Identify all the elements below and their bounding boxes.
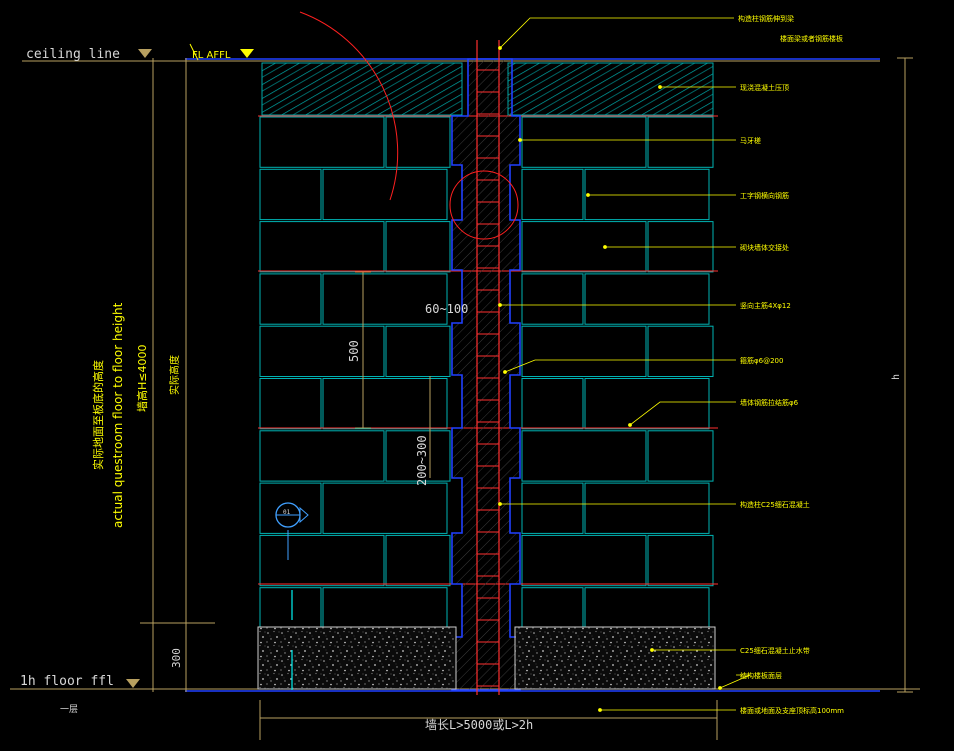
concrete-base-right — [514, 626, 716, 690]
masonry-block — [259, 221, 385, 273]
masonry-block — [647, 325, 714, 378]
masonry-block — [521, 378, 584, 430]
masonry-block — [322, 482, 448, 534]
callout-label: 结构楼板面层 — [740, 671, 782, 680]
masonry-block — [521, 116, 647, 168]
callout-arrow — [586, 193, 590, 197]
masonry-block — [259, 168, 322, 221]
vertical-dimensions — [140, 57, 913, 740]
callout-label: C25细石混凝土止水带 — [740, 646, 810, 655]
callout-label: 马牙槎 — [740, 136, 761, 145]
callout-arrow — [628, 423, 632, 427]
detail-arc-top — [299, 11, 399, 201]
masonry-block — [584, 168, 710, 221]
callout-label: 箍筋φ6@200 — [740, 356, 783, 365]
floor-label-cn: 一层 — [60, 704, 78, 715]
masonry-block — [259, 534, 385, 587]
section-mark-number: 01 — [283, 509, 291, 516]
vertical-label-en: actual questroom floor to floor height — [111, 302, 125, 528]
masonry-block — [521, 482, 584, 534]
callout-label: 现浇混凝土压顶 — [740, 83, 789, 92]
callout-label: 工字钢横向钢筋 — [740, 191, 789, 200]
callout-arrow — [518, 138, 522, 142]
masonry-block — [385, 325, 451, 378]
callout-leaders — [498, 17, 751, 712]
callout-arrow — [598, 708, 602, 712]
callout-leader — [504, 359, 736, 373]
callout-leader — [629, 401, 736, 426]
masonry-block — [259, 430, 385, 482]
masonry-block — [259, 325, 385, 378]
callout-label: 构造柱C25细石混凝土 — [740, 500, 810, 509]
level-marker-floor — [126, 679, 140, 688]
masonry-block — [521, 273, 584, 325]
masonry-block — [322, 378, 448, 430]
detail-circle — [449, 170, 519, 240]
level-marker-ceiling — [138, 43, 254, 61]
masonry-block — [259, 273, 322, 325]
callout-arrow — [498, 46, 502, 50]
block-height-dim: 500 — [347, 340, 361, 362]
section-marker-icon — [275, 502, 309, 560]
masonry-block — [521, 325, 647, 378]
callout-leader — [719, 674, 751, 689]
masonry-block — [521, 534, 647, 587]
masonry-block — [584, 378, 710, 430]
masonry-block — [385, 116, 451, 168]
column-rebar — [476, 40, 500, 695]
structural-column — [451, 58, 521, 691]
callout-label: 砌块墙体交接处 — [740, 243, 789, 252]
callout-label: 楼面或地面及支座顶标高100mm — [740, 706, 844, 715]
callout-arrow — [718, 686, 722, 690]
masonry-block — [259, 482, 322, 534]
masonry-block — [322, 168, 448, 221]
callout-label: 竖向主筋4Xφ12 — [740, 301, 791, 310]
vertical-label-cn: 实际地面至板底的高度 — [91, 360, 105, 470]
lintel-left — [261, 62, 463, 116]
masonry-block — [385, 221, 451, 273]
callout-label: 楼面梁或者钢筋楼板 — [780, 34, 843, 43]
masonry-block — [322, 273, 448, 325]
masonry-block — [584, 273, 710, 325]
callout-label: 构造柱钢筋伸到梁 — [738, 14, 794, 23]
masonry-block — [521, 430, 647, 482]
callout-arrow — [498, 303, 502, 307]
lintel-right — [507, 62, 714, 116]
masonry-block — [521, 168, 584, 221]
floor-line-label: 1h floor ffl — [20, 674, 114, 689]
masonry-block — [647, 430, 714, 482]
wall-height-label: 墙高H≤4000 — [135, 345, 149, 412]
wall-length-dim: 墙长L>5000或L>2h — [425, 718, 533, 732]
callout-label: 墙体钢筋拉结筋φ6 — [740, 398, 799, 407]
column-stirrups — [477, 69, 499, 687]
callout-arrow — [658, 85, 662, 89]
callout-arrow — [498, 502, 502, 506]
callout-arrow — [650, 648, 654, 652]
callout-leader — [499, 17, 734, 49]
callout-arrow — [503, 370, 507, 374]
masonry-block — [385, 430, 451, 482]
masonry-block — [647, 116, 714, 168]
actual-height-label: 实际高度 — [168, 355, 181, 395]
masonry-block — [385, 534, 451, 587]
concrete-base-left — [257, 626, 457, 690]
right-h-label: h — [891, 374, 902, 380]
ceiling-level-code: FL AFFL — [192, 50, 231, 61]
ceiling-line-label: ceiling line — [26, 47, 120, 62]
callout-arrow — [603, 245, 607, 249]
masonry-block — [647, 534, 714, 587]
masonry-block — [259, 116, 385, 168]
base-height-label: 300 — [170, 648, 183, 668]
spacing-dim: 200~300 — [415, 435, 429, 486]
masonry-block — [259, 378, 322, 430]
masonry-block — [584, 482, 710, 534]
column-width-dim: 60~100 — [425, 302, 468, 316]
